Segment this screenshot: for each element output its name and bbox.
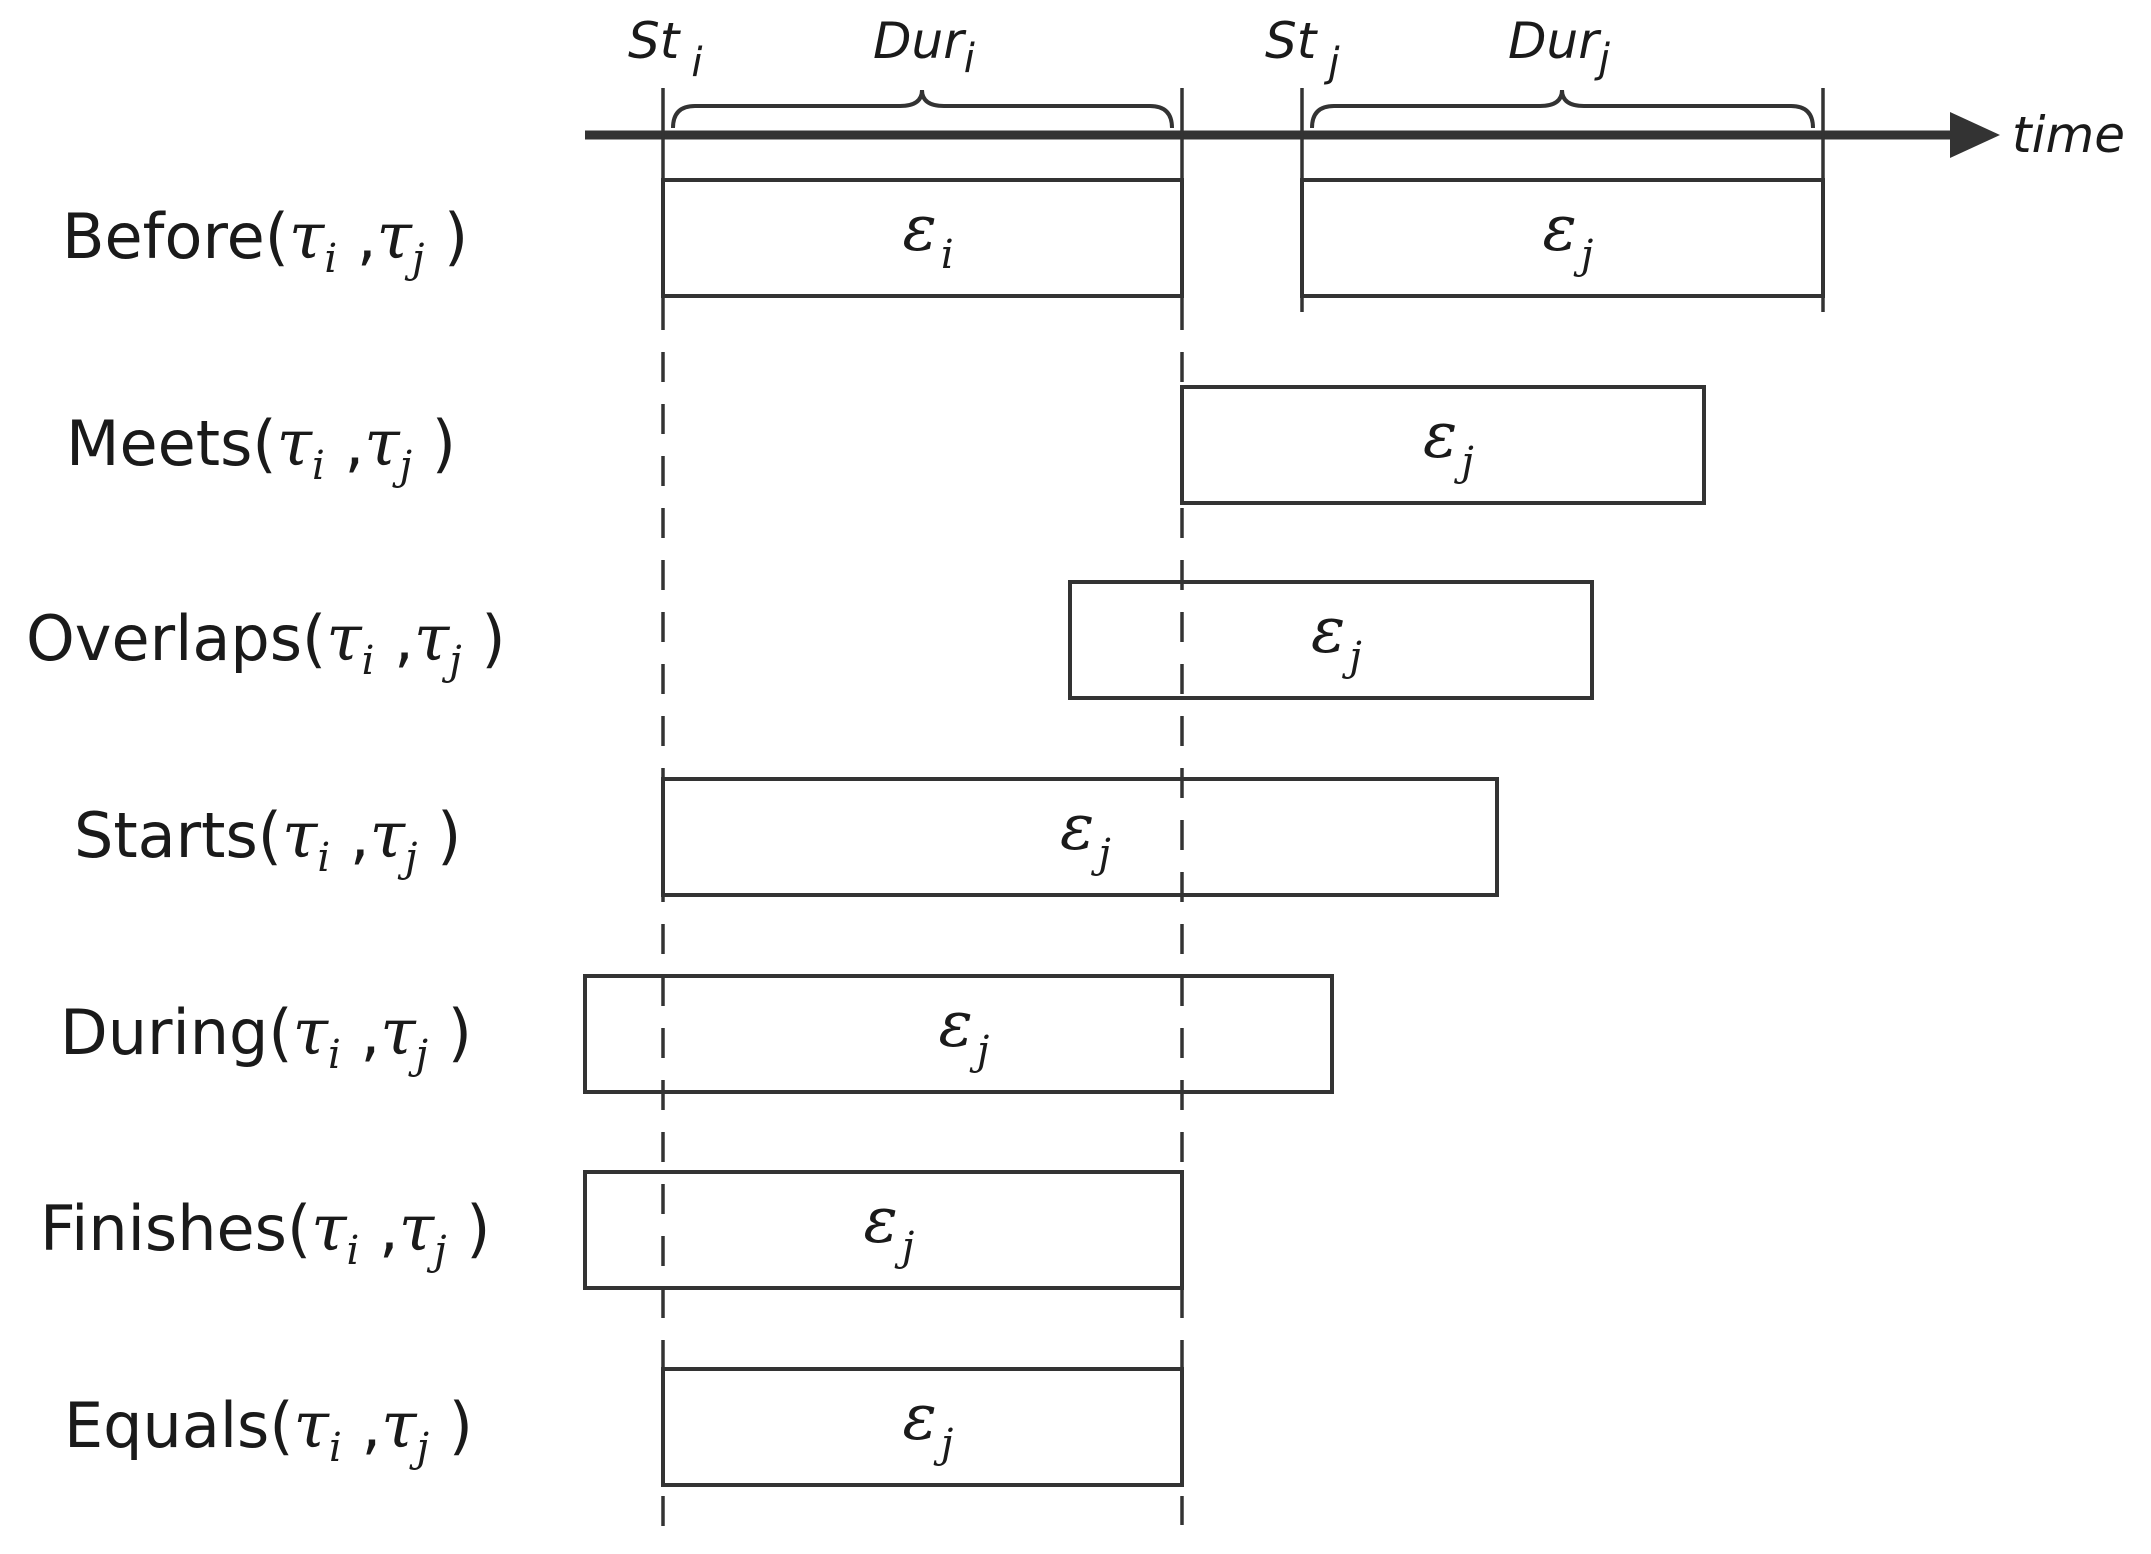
- reference-lines: [661, 300, 1184, 1540]
- dur-i-label: Duri: [873, 12, 975, 82]
- equals-bar-rect: [661, 1367, 1184, 1487]
- starts-bar-rect: [661, 777, 1499, 897]
- meets-bar-rect: [1180, 385, 1706, 505]
- before-relation-label: Before(τi ,τj ): [62, 200, 468, 282]
- dur-i-brace: [671, 89, 1174, 129]
- time-axis-arrowhead: [1950, 112, 2000, 158]
- finishes-relation-label: Finishes(τi ,τj ): [40, 1192, 490, 1274]
- during-bar-rect: [583, 974, 1334, 1094]
- relation-labels: Before(τi ,τj ) Meets(τi ,τj ) Overlaps(τi…: [26, 200, 506, 1471]
- starts-relation-label: Starts(τi ,τj ): [74, 799, 461, 881]
- dur-j-brace: [1310, 89, 1815, 129]
- dur-j-label: Durj: [1508, 12, 1611, 82]
- equals-relation-label: Equals(τi ,τj ): [64, 1389, 473, 1471]
- meets-relation-label: Meets(τi ,τj ): [66, 407, 456, 489]
- overlaps-relation-label: Overlaps(τi ,τj ): [26, 602, 506, 684]
- finishes-bar-rect: [583, 1170, 1184, 1290]
- overlaps-bar-rect: [1068, 580, 1594, 700]
- during-relation-label: During(τi ,τj ): [60, 996, 472, 1078]
- time-axis-label: time: [2012, 106, 2125, 164]
